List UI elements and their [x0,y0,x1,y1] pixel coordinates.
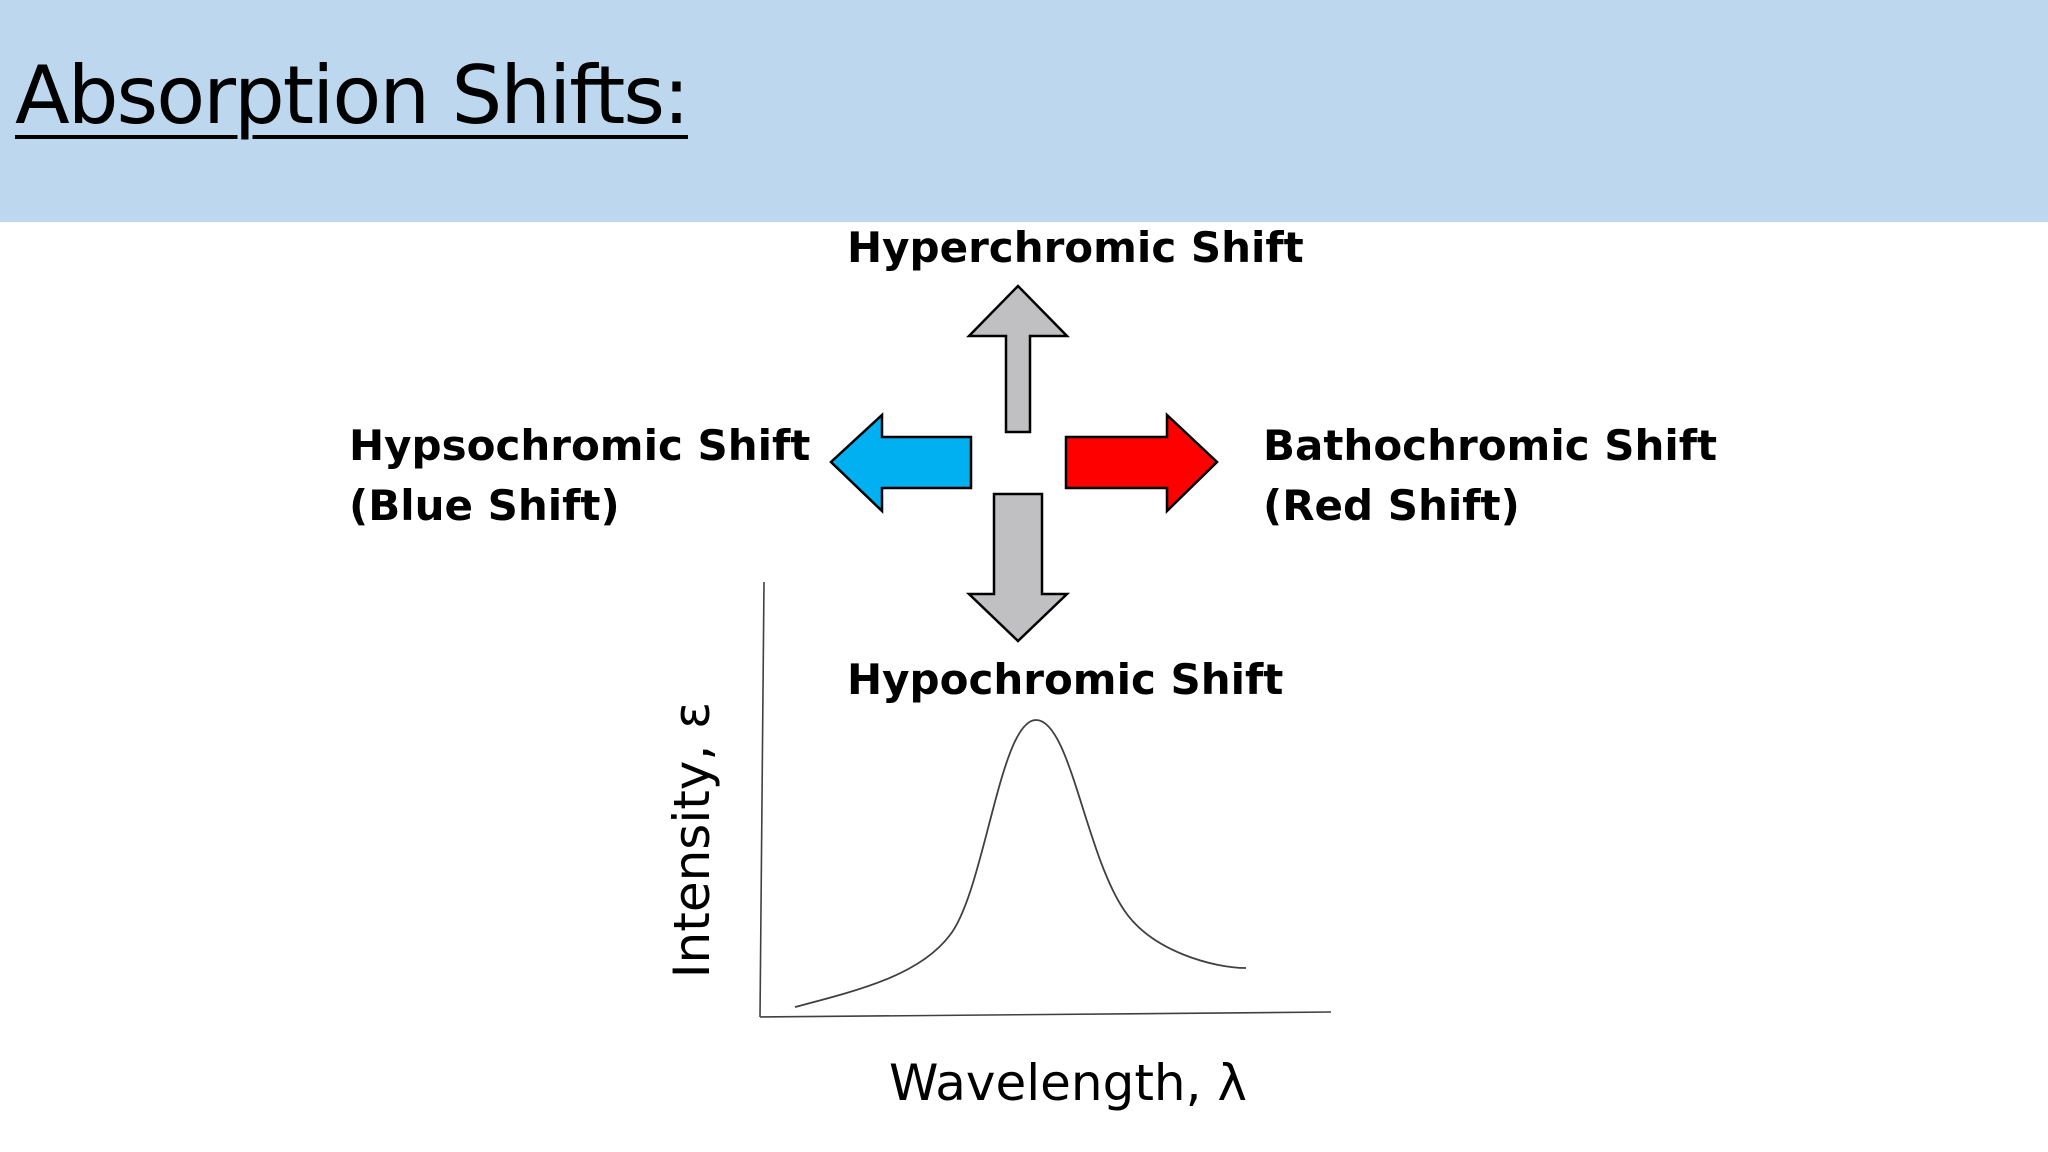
bathochromic-shift-label: Bathochromic Shift (Red Shift) [1263,416,1717,536]
up-arrow [966,284,1070,434]
left-arrow [829,412,973,514]
blue-shift-subtitle: (Blue Shift) [349,481,620,530]
slide-title: Absorption Shifts: [15,49,690,142]
title-band [0,0,2048,222]
red-shift-subtitle: (Red Shift) [1263,481,1520,530]
hypsochromic-shift-title: Hypsochromic Shift [349,421,811,470]
y-axis-label: Intensity, ε [663,701,721,979]
x-axis-line [759,1011,1332,1018]
y-axis-line [759,581,765,1018]
hypsochromic-shift-label: Hypsochromic Shift (Blue Shift) [349,416,810,536]
absorption-plot [759,581,1332,1018]
hyperchromic-shift-label: Hyperchromic Shift [847,223,1304,272]
hypochromic-shift-label: Hypochromic Shift [847,655,1284,704]
absorption-peak-curve [794,719,1247,1008]
x-axis-label: Wavelength, λ [889,1054,1247,1112]
right-arrow [1064,412,1219,514]
bathochromic-shift-title: Bathochromic Shift [1263,421,1718,470]
